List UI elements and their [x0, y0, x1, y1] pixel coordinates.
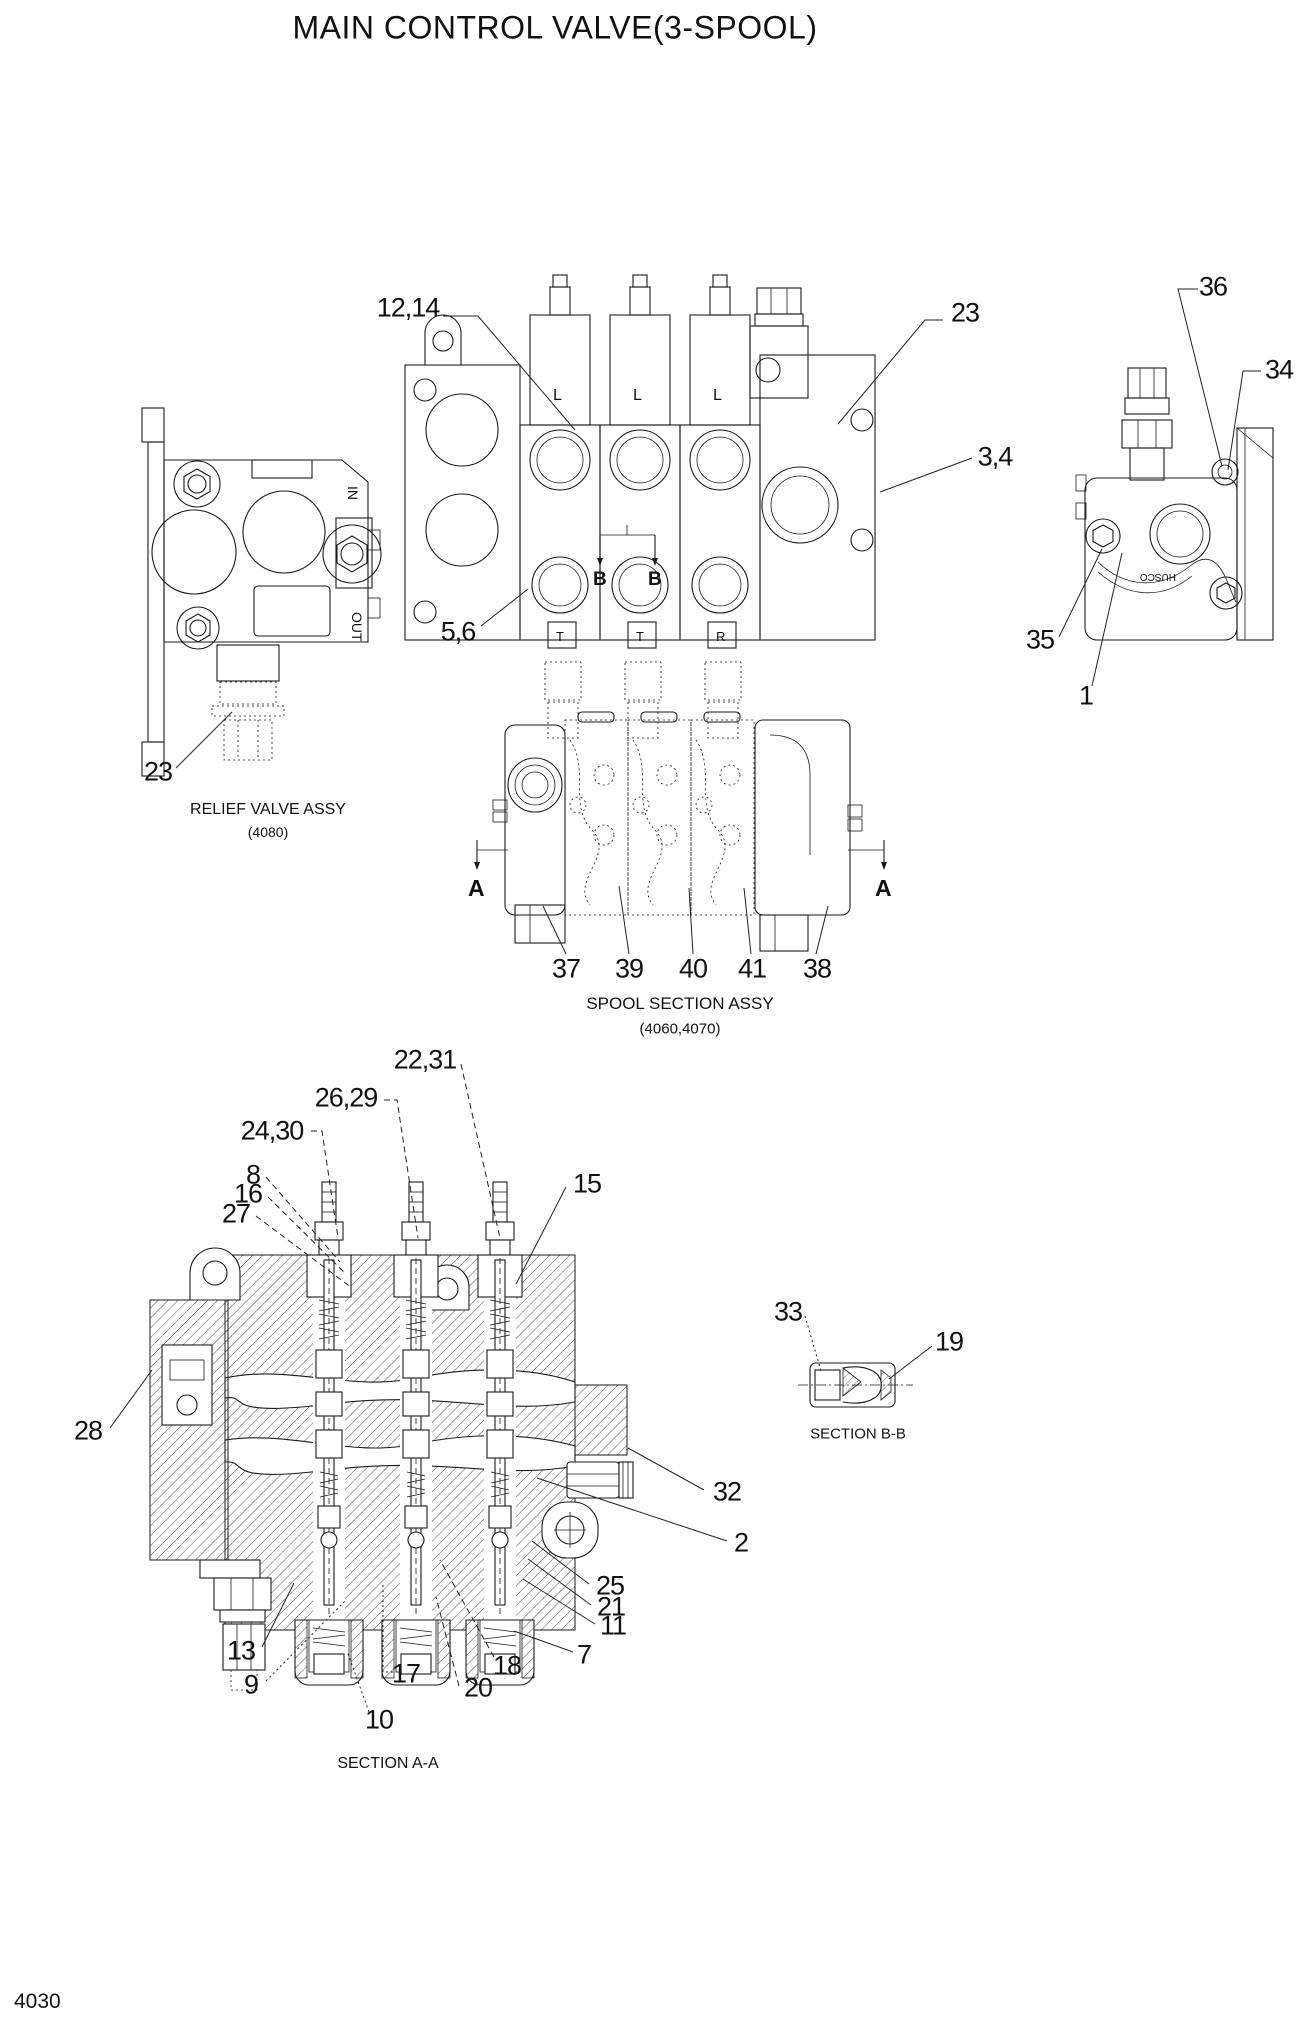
bolt-36-34-target [1211, 458, 1239, 486]
bottom-ear [541, 1501, 599, 1559]
callout-36: 36 [1198, 271, 1228, 302]
callout-40: 40 [678, 953, 708, 984]
callout-41: 41 [737, 953, 767, 984]
port-studs [544, 661, 742, 739]
spool-section-ref: (4060,4070) [639, 1020, 721, 1038]
section-bb-cut-marks: B B [593, 525, 662, 590]
top-ear [189, 1247, 241, 1301]
top-view-left-block [492, 724, 566, 944]
inlet-block-section [149, 1299, 261, 1579]
callout-8: 8 [245, 1159, 261, 1190]
relief-valve-cartridge [211, 644, 285, 761]
callout-26-29: 26,29 [314, 1082, 379, 1113]
callout-21: 21 [596, 1591, 626, 1622]
spool-3 [477, 1181, 523, 1618]
callout-10: 10 [364, 1704, 394, 1735]
relief-valve-caption: RELIEF VALVE ASSY [190, 801, 346, 818]
bolt-right [322, 517, 382, 589]
callout-15: 15 [572, 1168, 602, 1199]
bolt [1085, 518, 1121, 554]
callout-1: 1 [1078, 680, 1094, 711]
callout-33: 33 [773, 1296, 803, 1327]
callout-39: 39 [614, 953, 644, 984]
callout-front-23: 23 [950, 297, 980, 328]
side-plug [566, 1461, 634, 1499]
port-t-label: T [556, 629, 564, 644]
bolt-top-left [173, 460, 221, 508]
mounting-ear [424, 314, 462, 366]
top-view-drawing: A A [468, 711, 892, 952]
section-bb-part [798, 1362, 913, 1408]
section-aa-caption: SECTION A-A [337, 1755, 439, 1772]
relief-valve-drawing: IN OUT [141, 407, 382, 777]
callout-9: 9 [243, 1669, 259, 1700]
callout-25: 25 [595, 1570, 625, 1601]
end-view-drawing: HUSCO [1075, 367, 1274, 641]
callout-relief-23: 23 [143, 756, 173, 787]
relief-valve-body: IN OUT [141, 407, 382, 777]
callout-13: 13 [226, 1635, 256, 1666]
callout-7: 7 [576, 1639, 592, 1670]
port-r-label: R [716, 629, 725, 644]
port-out-label: OUT [349, 612, 365, 642]
callout-11: 11 [599, 1610, 627, 1641]
callout-19: 19 [934, 1326, 964, 1357]
spool-cap-letter: L [633, 387, 642, 404]
bottom-cap-1 [294, 1619, 364, 1686]
port-t-label: T [636, 629, 644, 644]
end-view-body: HUSCO [1075, 427, 1274, 641]
front-view-body [404, 314, 876, 641]
callout-34: 34 [1264, 354, 1294, 385]
top-view-sections [564, 711, 755, 916]
section-aa-cut-marks: A A [468, 840, 892, 901]
section-a-letter: A [875, 875, 892, 901]
callout-2: 2 [733, 1527, 749, 1558]
section-a-letter: A [468, 875, 485, 901]
page-title: MAIN CONTROL VALVE(3-SPOOL) [292, 9, 818, 46]
callout-32: 32 [712, 1476, 742, 1507]
callout-17: 17 [391, 1658, 421, 1689]
callout-12-14: 12,14 [376, 292, 441, 323]
section-b-letter: B [648, 569, 662, 590]
page-number: 4030 [14, 1990, 61, 2013]
callout-5-6: 5,6 [440, 616, 477, 647]
callout-35: 35 [1025, 624, 1055, 655]
callout-16: 16 [233, 1178, 263, 1209]
callout-20: 20 [463, 1672, 493, 1703]
relief-valve-on-outlet [749, 287, 809, 399]
top-view-right-block [754, 719, 863, 952]
bottom-ports: T T R [544, 621, 742, 739]
callout-28: 28 [73, 1415, 103, 1446]
bolt [1209, 576, 1243, 610]
end-view-fitting [1121, 367, 1173, 481]
relief-valve-ref: (4080) [247, 824, 289, 840]
callout-24-30: 24,30 [240, 1115, 305, 1146]
callout-27: 27 [221, 1198, 251, 1229]
callout-3-4: 3,4 [977, 441, 1014, 472]
callout-37: 37 [551, 953, 581, 984]
spool-cap-letter: L [713, 387, 722, 404]
bolt-bottom-left [176, 606, 220, 650]
callout-38: 38 [802, 953, 832, 984]
outlet-boss [574, 1384, 628, 1456]
front-view-drawing: L L L [404, 274, 876, 739]
port-in-label: IN [345, 486, 361, 500]
spool-cap-letter: L [553, 387, 562, 404]
brand-label: HUSCO [1140, 571, 1176, 582]
callout-18: 18 [492, 1650, 522, 1681]
section-bb-drawing [798, 1362, 913, 1408]
callout-22-31: 22,31 [393, 1044, 458, 1075]
spool-caps: L L L [529, 274, 751, 426]
relief-valve-stack [213, 1577, 272, 1691]
section-b-letter: B [593, 569, 607, 590]
spool-section-caption: SPOOL SECTION ASSY [586, 994, 774, 1013]
section-circles [529, 408, 874, 614]
section-bb-caption: SECTION B-B [810, 1425, 906, 1443]
name-plate [253, 585, 331, 637]
